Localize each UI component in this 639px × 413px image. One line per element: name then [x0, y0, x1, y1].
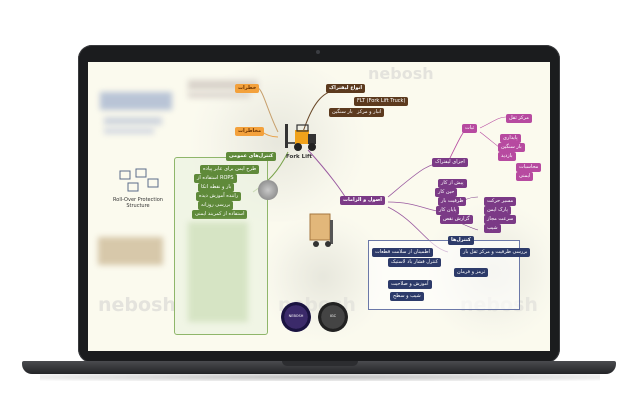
rops-image	[116, 167, 164, 195]
left-branch-risks: مخاطرات	[235, 127, 265, 136]
safe-use-item: اجزای لیفتراک	[432, 158, 468, 167]
blurred-block	[104, 117, 162, 125]
top-branch-item: انبار و مرکز	[354, 108, 385, 117]
nebosh-badge: NEBOSH	[281, 302, 311, 332]
control-item: بار و نقطه اتکا	[198, 183, 235, 192]
laptop-shadow	[40, 373, 600, 381]
blurred-block	[188, 80, 258, 90]
forklift-icon	[283, 122, 321, 152]
safe-use-item: ظرفیت بار	[438, 197, 467, 206]
center-node-label: Fork Lift	[286, 154, 313, 160]
safe-use-item: پایان کار	[436, 206, 460, 215]
blurred-image	[98, 237, 163, 265]
control-item: طرح ایمن برای عابر پیاده	[200, 165, 260, 174]
table-row: ترمز و فرمان	[454, 268, 489, 277]
safe-use-item: مسیر حرکت	[484, 197, 517, 206]
safe-use-title: اصول و الزامات	[340, 196, 386, 205]
safe-use-item: گزارش نقص	[440, 215, 473, 224]
top-branch-item: FLT (Fork Lift Truck)	[354, 97, 409, 106]
camera-icon	[316, 50, 320, 54]
safe-use-item: حین کار	[435, 188, 458, 197]
watermark: nebosh	[98, 294, 176, 316]
table-row: آموزش و صلاحیت	[388, 280, 432, 289]
watermark: nebosh	[368, 64, 434, 83]
right-sub-item: ثبات	[462, 124, 478, 133]
right-sub-item: پایداری	[500, 134, 521, 143]
top-branch-item: حمل بار سنگین	[329, 108, 368, 117]
control-item: استفاده از ROPS	[194, 174, 237, 183]
table-header: کنترل‌ها	[448, 236, 474, 245]
igc-badge: IGC	[318, 302, 348, 332]
laptop-notch	[282, 361, 358, 366]
safe-use-item: شیب	[484, 224, 501, 233]
blurred-block	[100, 92, 172, 110]
table-row: کنترل فشار باد لاستیک	[388, 258, 442, 267]
tool-image	[258, 180, 278, 200]
left-branch-hazards: خطرات	[235, 84, 260, 93]
table-row: اطمینان از سلامت قطعات	[372, 248, 433, 257]
control-item: بررسی روزانه	[198, 201, 234, 210]
laptop-base	[22, 361, 616, 374]
blurred-block	[188, 222, 248, 322]
right-sub-item: بار سنگین	[498, 143, 525, 152]
blurred-block	[188, 92, 250, 98]
right-sub-item: ایمنی	[516, 172, 534, 181]
safe-use-item: پارک ایمن	[484, 206, 511, 215]
safe-use-item: سرعت مجاز	[484, 215, 517, 224]
control-branch-title: کنترل‌های عمومی	[226, 152, 277, 161]
control-item: استفاده از کمربند ایمنی	[192, 210, 248, 219]
blurred-block	[104, 128, 154, 134]
right-sub-item: بازدید	[498, 152, 516, 161]
rops-label: Roll-Over Protection Structure	[113, 197, 163, 209]
forklift-box-image	[306, 210, 346, 250]
igc-badge-label: IGC	[329, 314, 337, 318]
laptop-lid: nebosh nebosh nebosh nebosh	[78, 45, 560, 363]
right-sub-item: مرکز ثقل	[506, 114, 532, 123]
nebosh-badge-label: NEBOSH	[288, 314, 304, 318]
safe-use-item: پیش از کار	[438, 179, 467, 188]
control-item: راننده آموزش دیده	[196, 192, 242, 201]
table-row: بررسی ظرفیت و مرکز ثقل بار	[460, 248, 531, 257]
right-sub-item: محاسبات	[516, 163, 542, 172]
mind-map-screen: nebosh nebosh nebosh nebosh	[88, 62, 550, 351]
top-branch-title: انواع لیفتراک	[326, 84, 366, 93]
table-row: شیب و سطح	[390, 292, 424, 301]
